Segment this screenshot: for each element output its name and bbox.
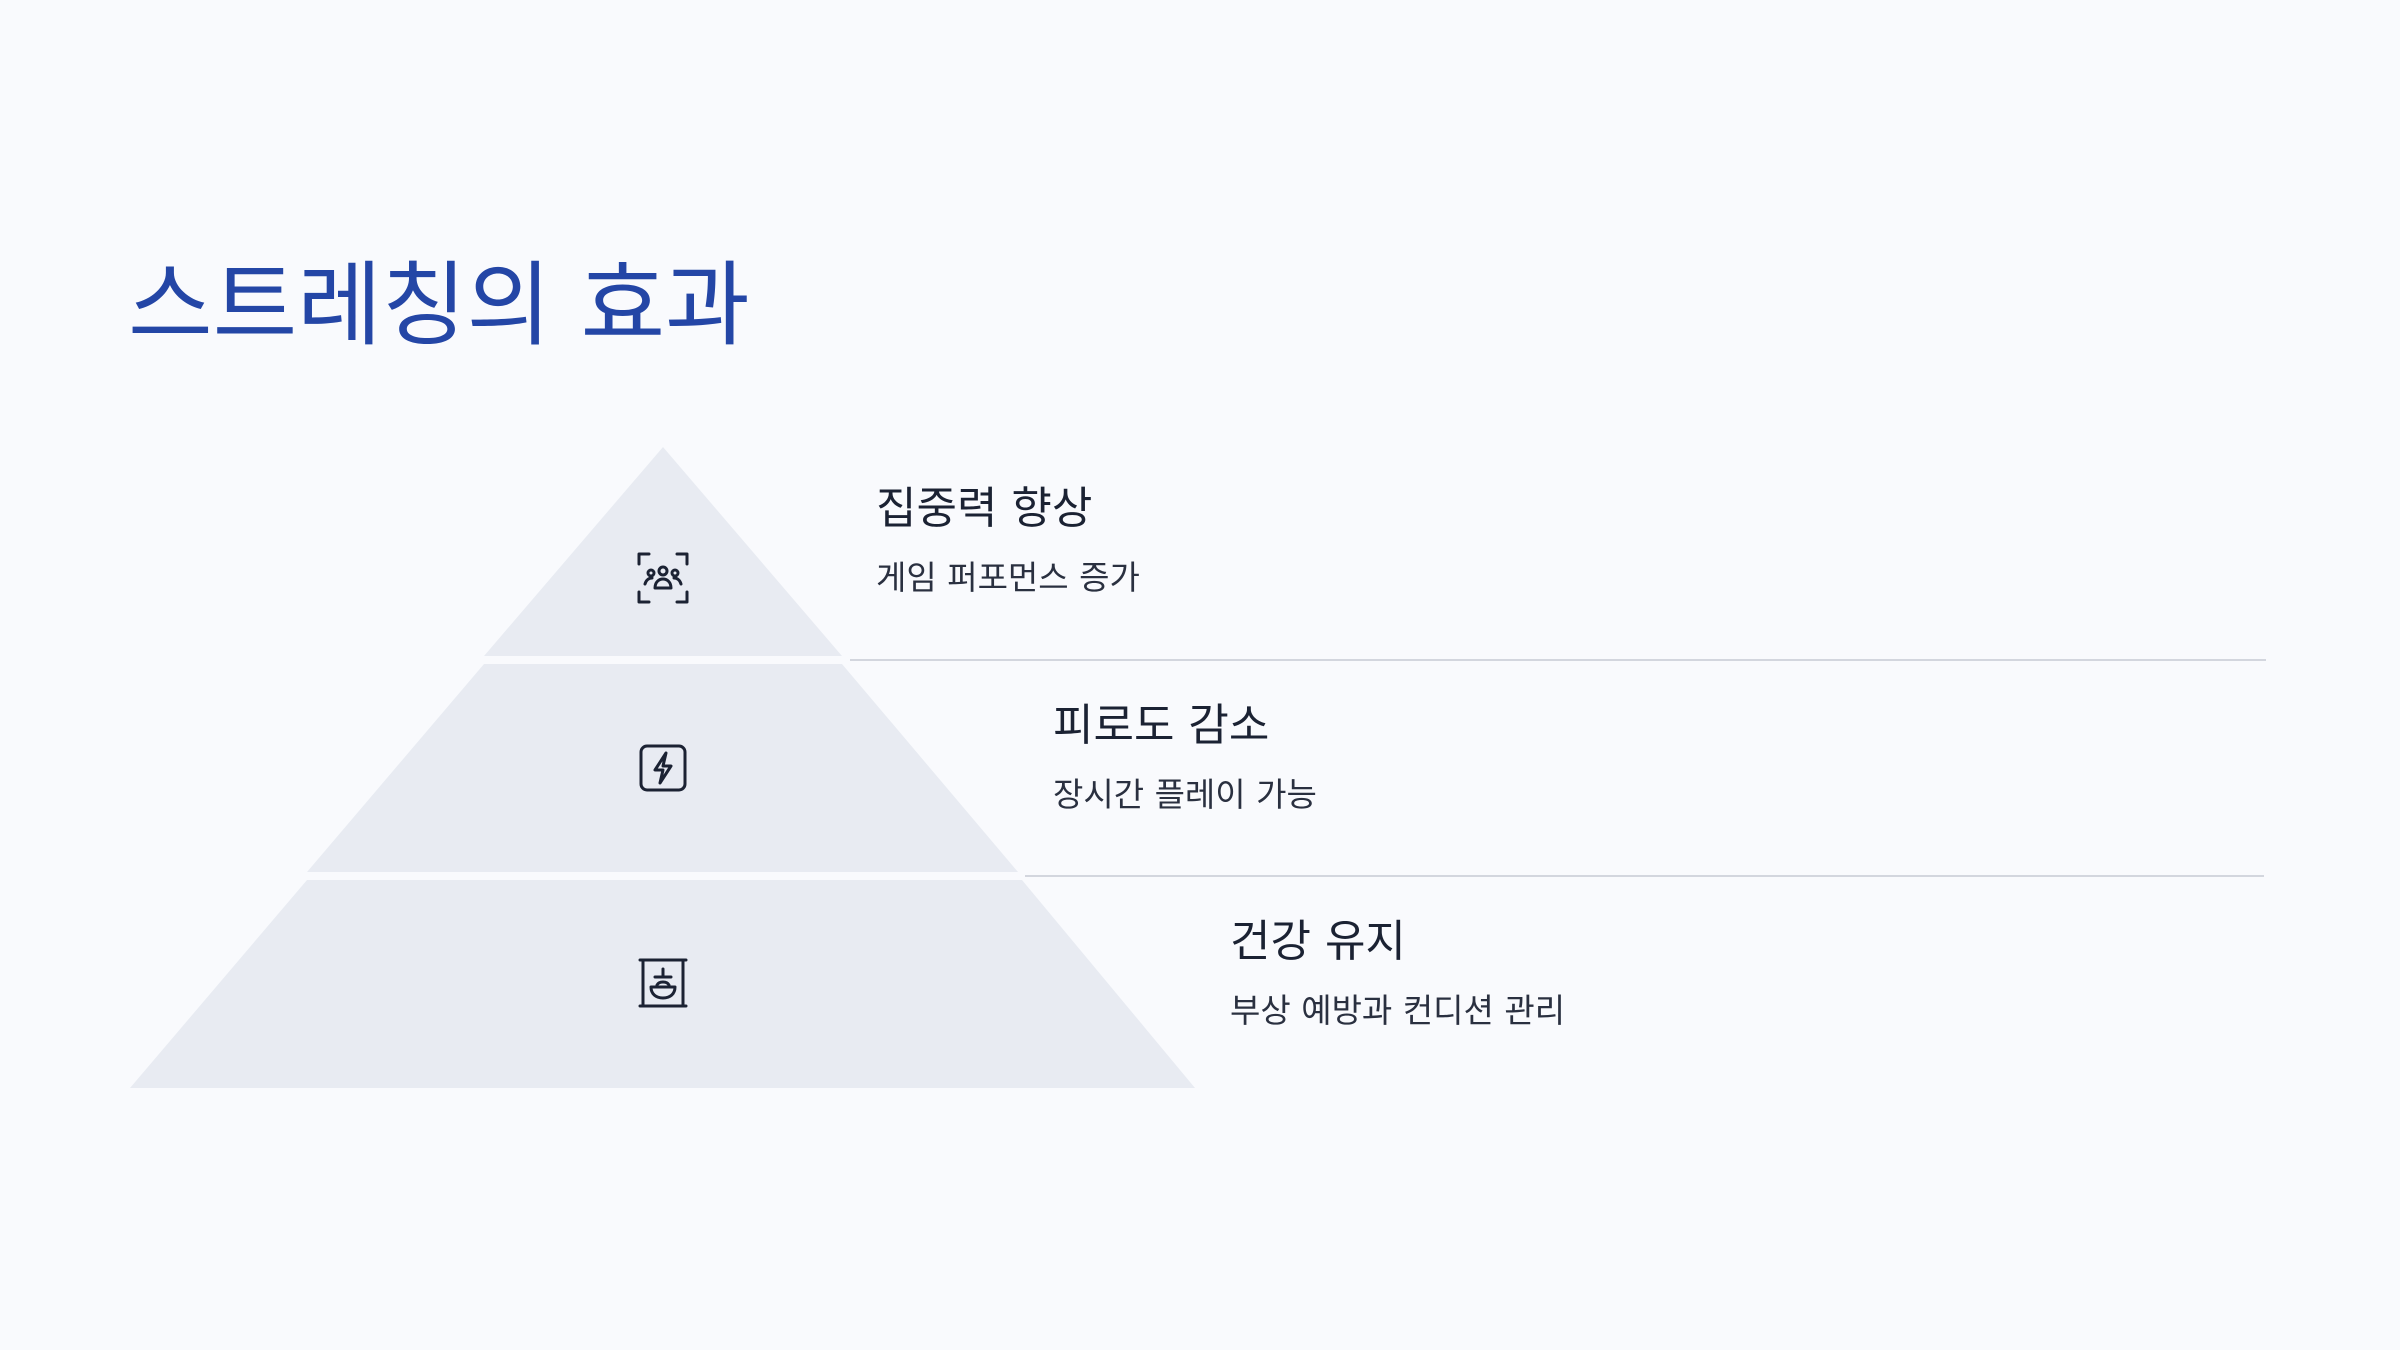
level-1-text: 집중력 향상 게임 퍼포먼스 증가 bbox=[876, 483, 1140, 597]
pyramid-tier-middle bbox=[307, 664, 1018, 872]
level-1-description: 게임 퍼포먼스 증가 bbox=[876, 557, 1140, 597]
lightning-icon bbox=[635, 740, 691, 796]
level-3-heading: 건강 유지 bbox=[1230, 916, 1406, 967]
pyramid-tier-top bbox=[484, 447, 842, 656]
level-1-heading: 집중력 향상 bbox=[876, 483, 1093, 534]
level-3-text: 건강 유지 부상 예방과 컨디션 관리 bbox=[1230, 916, 1565, 1030]
spa-icon bbox=[635, 955, 691, 1011]
level-3-description: 부상 예방과 컨디션 관리 bbox=[1230, 990, 1566, 1030]
people-focus-icon bbox=[635, 550, 691, 606]
slide-title: 스트레칭의 효과 bbox=[128, 252, 750, 359]
divider-2 bbox=[1025, 875, 2264, 877]
level-2-text: 피로도 감소 장시간 플레이 가능 bbox=[1053, 700, 1317, 814]
pyramid-tier-bottom bbox=[130, 880, 1195, 1088]
divider-1 bbox=[850, 659, 2266, 661]
level-2-description: 장시간 플레이 가능 bbox=[1053, 774, 1317, 814]
level-2-heading: 피로도 감소 bbox=[1053, 700, 1270, 751]
